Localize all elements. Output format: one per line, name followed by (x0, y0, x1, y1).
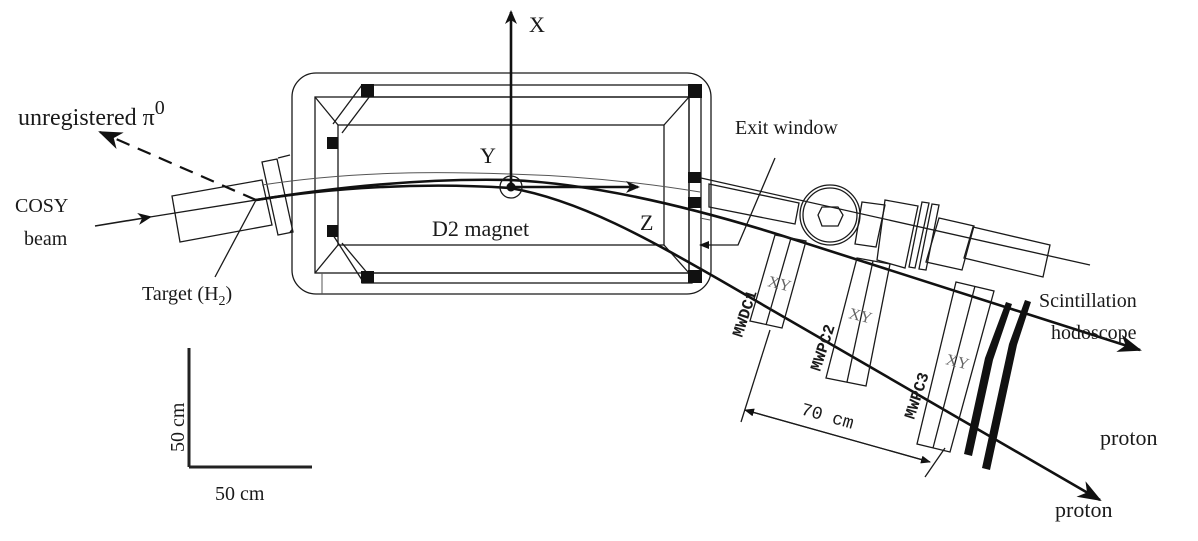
distance-label: 70 cm (798, 401, 855, 435)
downstream-beam-pipe (700, 177, 1091, 278)
cosy-label: COSY (15, 195, 68, 217)
pi0-label: unregistered π0 (18, 97, 165, 131)
scale-vertical-label: 50 cm (167, 402, 189, 452)
scale-horizontal-label: 50 cm (215, 483, 265, 505)
magnet-label: D2 magnet (432, 216, 529, 241)
mwdc1-xy-label: XY (766, 273, 793, 295)
exit-window-pointer (699, 157, 776, 249)
mwpc3-chamber (916, 281, 995, 453)
mwdc1-chamber (749, 234, 807, 329)
beam-label: beam (24, 228, 68, 250)
proton-label-lower: proton (1055, 497, 1112, 522)
proton-trajectory-lower (255, 184, 1102, 502)
proton-label-upper: proton (1100, 425, 1157, 450)
d2-magnet (291, 72, 712, 295)
scale-bar (187, 348, 312, 469)
axis-y-label: Y (480, 143, 496, 168)
target-label: Target (H2) (142, 283, 232, 309)
upstream-beam-pipe (171, 154, 294, 243)
scintillation-label: Scintillation (1039, 290, 1137, 312)
pi0-trajectory-arrow (98, 130, 257, 202)
mwpc2-xy-label: XY (847, 305, 874, 327)
scintillation-hodoscope (964, 300, 1031, 470)
mwpc3-xy-label: XY (944, 351, 971, 373)
axis-x-label: X (529, 12, 545, 37)
distance-dimension (740, 329, 946, 478)
hodoscope-label: hodoscope (1051, 322, 1137, 344)
exit-window-label: Exit window (735, 117, 838, 139)
beam-line-upstream (149, 199, 257, 218)
cosy-beam-arrow (94, 213, 152, 227)
axis-z-label: Z (640, 210, 653, 235)
mwdc1-label: MWDC1 (730, 288, 762, 339)
coordinate-axes (499, 10, 640, 199)
target-pointer-line (214, 199, 257, 278)
mwpc2-chamber (825, 257, 891, 387)
